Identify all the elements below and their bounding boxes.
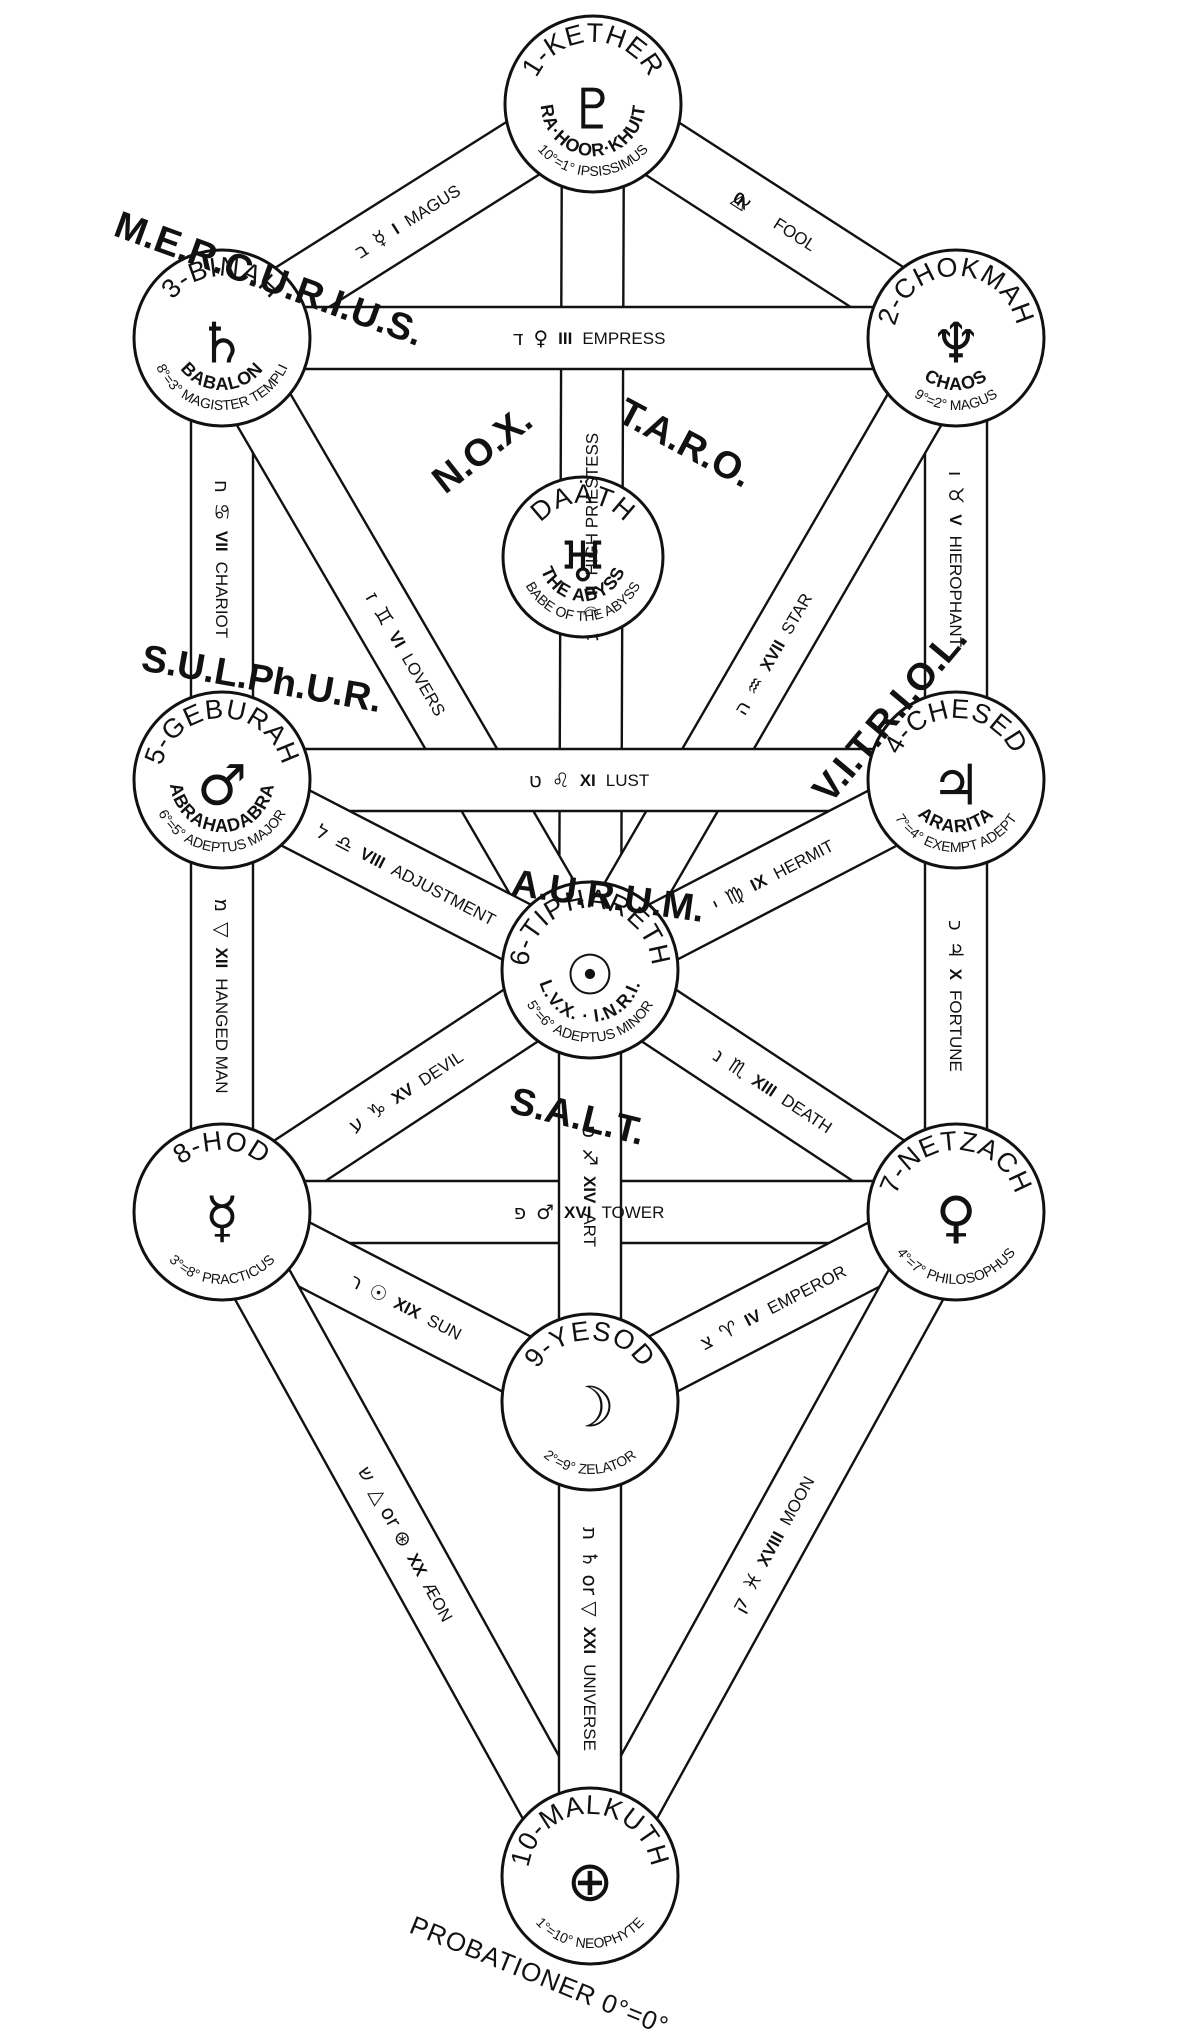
path-hanged-part: XII (213, 947, 232, 968)
path-lust-part: LUST (606, 771, 649, 790)
path-lust-part: XI (580, 771, 596, 790)
path-hierophant-part: HIEROPHANT (947, 536, 966, 647)
path-priestess-part: ג (579, 633, 603, 641)
path-universe-part: ♄ or ▽ (578, 1550, 602, 1617)
planet-glyph-icon: ☽ (565, 1376, 615, 1441)
path-fortune-part: כ (944, 920, 968, 931)
paths-layer (189, 76, 989, 1893)
path-label-hierophant: ו ♉ V HIEROPHANT (944, 471, 968, 647)
path-tower-part: XVI (564, 1203, 591, 1222)
path-fortune-part: FORTUNE (947, 990, 966, 1072)
path-chariot-part: CHARIOT (213, 562, 232, 639)
path-empress-part: EMPRESS (582, 329, 665, 348)
path-chariot-part: ♋ (210, 503, 234, 521)
path-tower-part: ♂ (536, 1200, 554, 1224)
path-priestess-part: ☽ (579, 605, 603, 623)
path-empress-part: ♀ (533, 326, 548, 350)
path-fortune-part: ♃ (944, 941, 968, 959)
path-empress-part: ד (513, 326, 524, 350)
path-hanged-part: מ (210, 898, 234, 912)
sephirah-circle (132, 690, 312, 870)
path-priestess-part: II (582, 585, 601, 595)
planet-glyph-icon: ♃ (931, 754, 981, 819)
sephirah-circle (500, 880, 680, 1060)
path-tower-part: פ (514, 1200, 527, 1224)
path-label-tower: פ ♂ XVI TOWER (514, 1200, 665, 1224)
path-hierophant-part: ו (944, 471, 968, 476)
path-fortune-part: X (947, 969, 966, 981)
path-empress-part: III (558, 329, 572, 348)
path-art-part: XIV (581, 1176, 600, 1204)
taro-label: T.A.R.O. (611, 391, 759, 496)
nox-label: N.O.X. (425, 399, 541, 502)
path-universe-part: UNIVERSE (581, 1664, 600, 1751)
sephirah-yesod: 9-YESOD☽2°=9° ZELATOR (500, 1312, 680, 1492)
path-tower-part: TOWER (601, 1203, 664, 1222)
path-lust-part: ♌ (552, 768, 570, 792)
path-label-priestess: ג ☽ II HIGH PRIESTESS (579, 433, 604, 641)
path-lust-part: ט (529, 768, 542, 792)
sephirah-netzach: 7-NETZACH♀4°=7° PHILOSOPHUS (866, 1122, 1046, 1302)
sephirah-circle (500, 1786, 680, 1966)
path-hanged-part: ▽ (210, 922, 234, 938)
path-universe-part: ת (578, 1527, 602, 1540)
path-universe-part: XXI (581, 1627, 600, 1654)
path-label-lust: ט ♌ XI LUST (529, 768, 649, 792)
sephirah-hod: 8-HOD☿3°=8° PRACTICUS (132, 1122, 312, 1302)
path-label-fortune: כ ♃ X FORTUNE (944, 920, 968, 1072)
path-hanged-part: HANGED MAN (213, 978, 232, 1093)
path-chariot-part: ח (210, 480, 234, 493)
path-label-hanged: מ ▽ XII HANGED MAN (210, 898, 234, 1093)
sephirah-malkuth: 10-MALKUTH⊕1°=10° NEOPHYTE (500, 1786, 680, 1966)
sephirah-circle (500, 1312, 680, 1492)
path-art-part: ART (581, 1213, 600, 1247)
planet-glyph-icon: ⊕ (567, 1850, 614, 1915)
sephirah-circle (866, 248, 1046, 428)
path-label-art: ס ♐ XIV ART (578, 1125, 602, 1247)
sephirah-circle (866, 1122, 1046, 1302)
path-label-universe: ת ♄ or ▽ XXI UNIVERSE (578, 1527, 602, 1751)
path-label-chariot: ח ♋ VII CHARIOT (210, 480, 234, 638)
path-priestess-part: HIGH PRIESTESS (582, 433, 601, 576)
sephirah-circle (132, 248, 312, 428)
sephirah-circle (503, 14, 683, 194)
sephirah-circle (866, 690, 1046, 870)
sephirah-circle (501, 475, 665, 639)
planet-glyph-icon: ♆ (931, 312, 981, 377)
path-label-empress: ד ♀ III EMPRESS (513, 326, 666, 350)
path-hierophant-part: ♉ (944, 486, 968, 504)
planet-glyph-icon: ♄ (197, 312, 247, 377)
planet-glyph-icon: ♇ (568, 78, 618, 143)
planet-glyph-icon: ♀ (935, 1186, 976, 1251)
sephirah-circle (132, 1122, 312, 1302)
planet-glyph-icon: ☉ (565, 944, 615, 1009)
path-hierophant-part: V (947, 514, 966, 526)
path-art-part: ♐ (578, 1148, 602, 1166)
path-chariot-part: VII (213, 531, 232, 552)
planet-glyph-icon: ♅ (558, 531, 608, 596)
path-art-part: ס (578, 1125, 602, 1138)
planet-glyph-icon: ☿ (205, 1186, 239, 1251)
planet-glyph-icon: ♂ (197, 754, 247, 819)
